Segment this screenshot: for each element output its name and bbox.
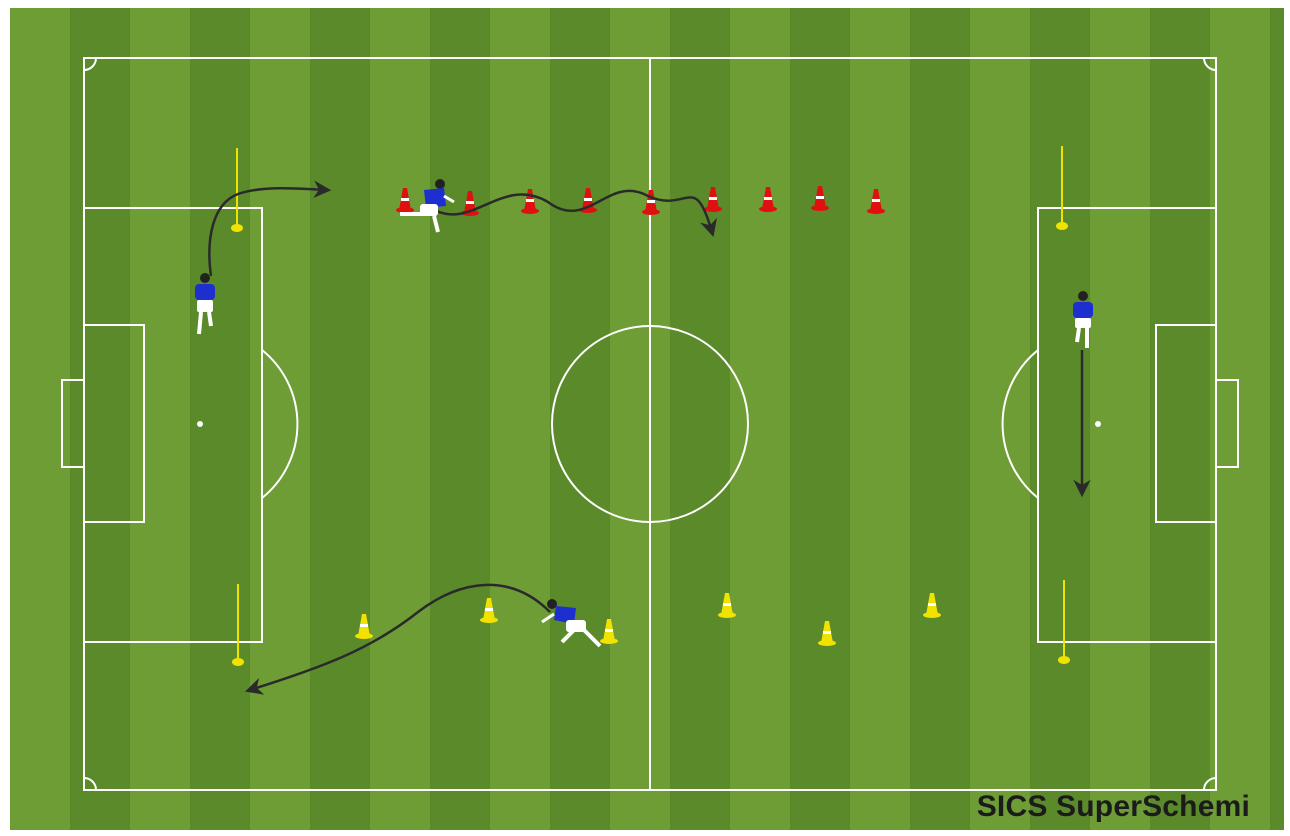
grass-stripe (130, 8, 190, 830)
grass-stripe (730, 8, 790, 830)
grass-stripe (370, 8, 430, 830)
grass-stripe (430, 8, 490, 830)
grass-stripe (970, 8, 1030, 830)
watermark-logo: SICS SuperSchemi (977, 790, 1250, 824)
grass-stripe (1270, 8, 1284, 830)
grass-stripe (310, 8, 370, 830)
penalty-spot-right (1095, 421, 1101, 427)
grass-stripe (910, 8, 970, 830)
penalty-spot-left (197, 421, 203, 427)
grass-stripe (490, 8, 550, 830)
grass-stripe (790, 8, 850, 830)
grass-stripe (250, 8, 310, 830)
grass-stripe (550, 8, 610, 830)
grass-stripe (70, 8, 130, 830)
grass-stripe (1090, 8, 1150, 830)
grass-stripe (850, 8, 910, 830)
grass-stripe (1210, 8, 1270, 830)
grass-stripe (190, 8, 250, 830)
grass-stripe (1150, 8, 1210, 830)
grass-stripe (610, 8, 670, 830)
grass-stripe (670, 8, 730, 830)
